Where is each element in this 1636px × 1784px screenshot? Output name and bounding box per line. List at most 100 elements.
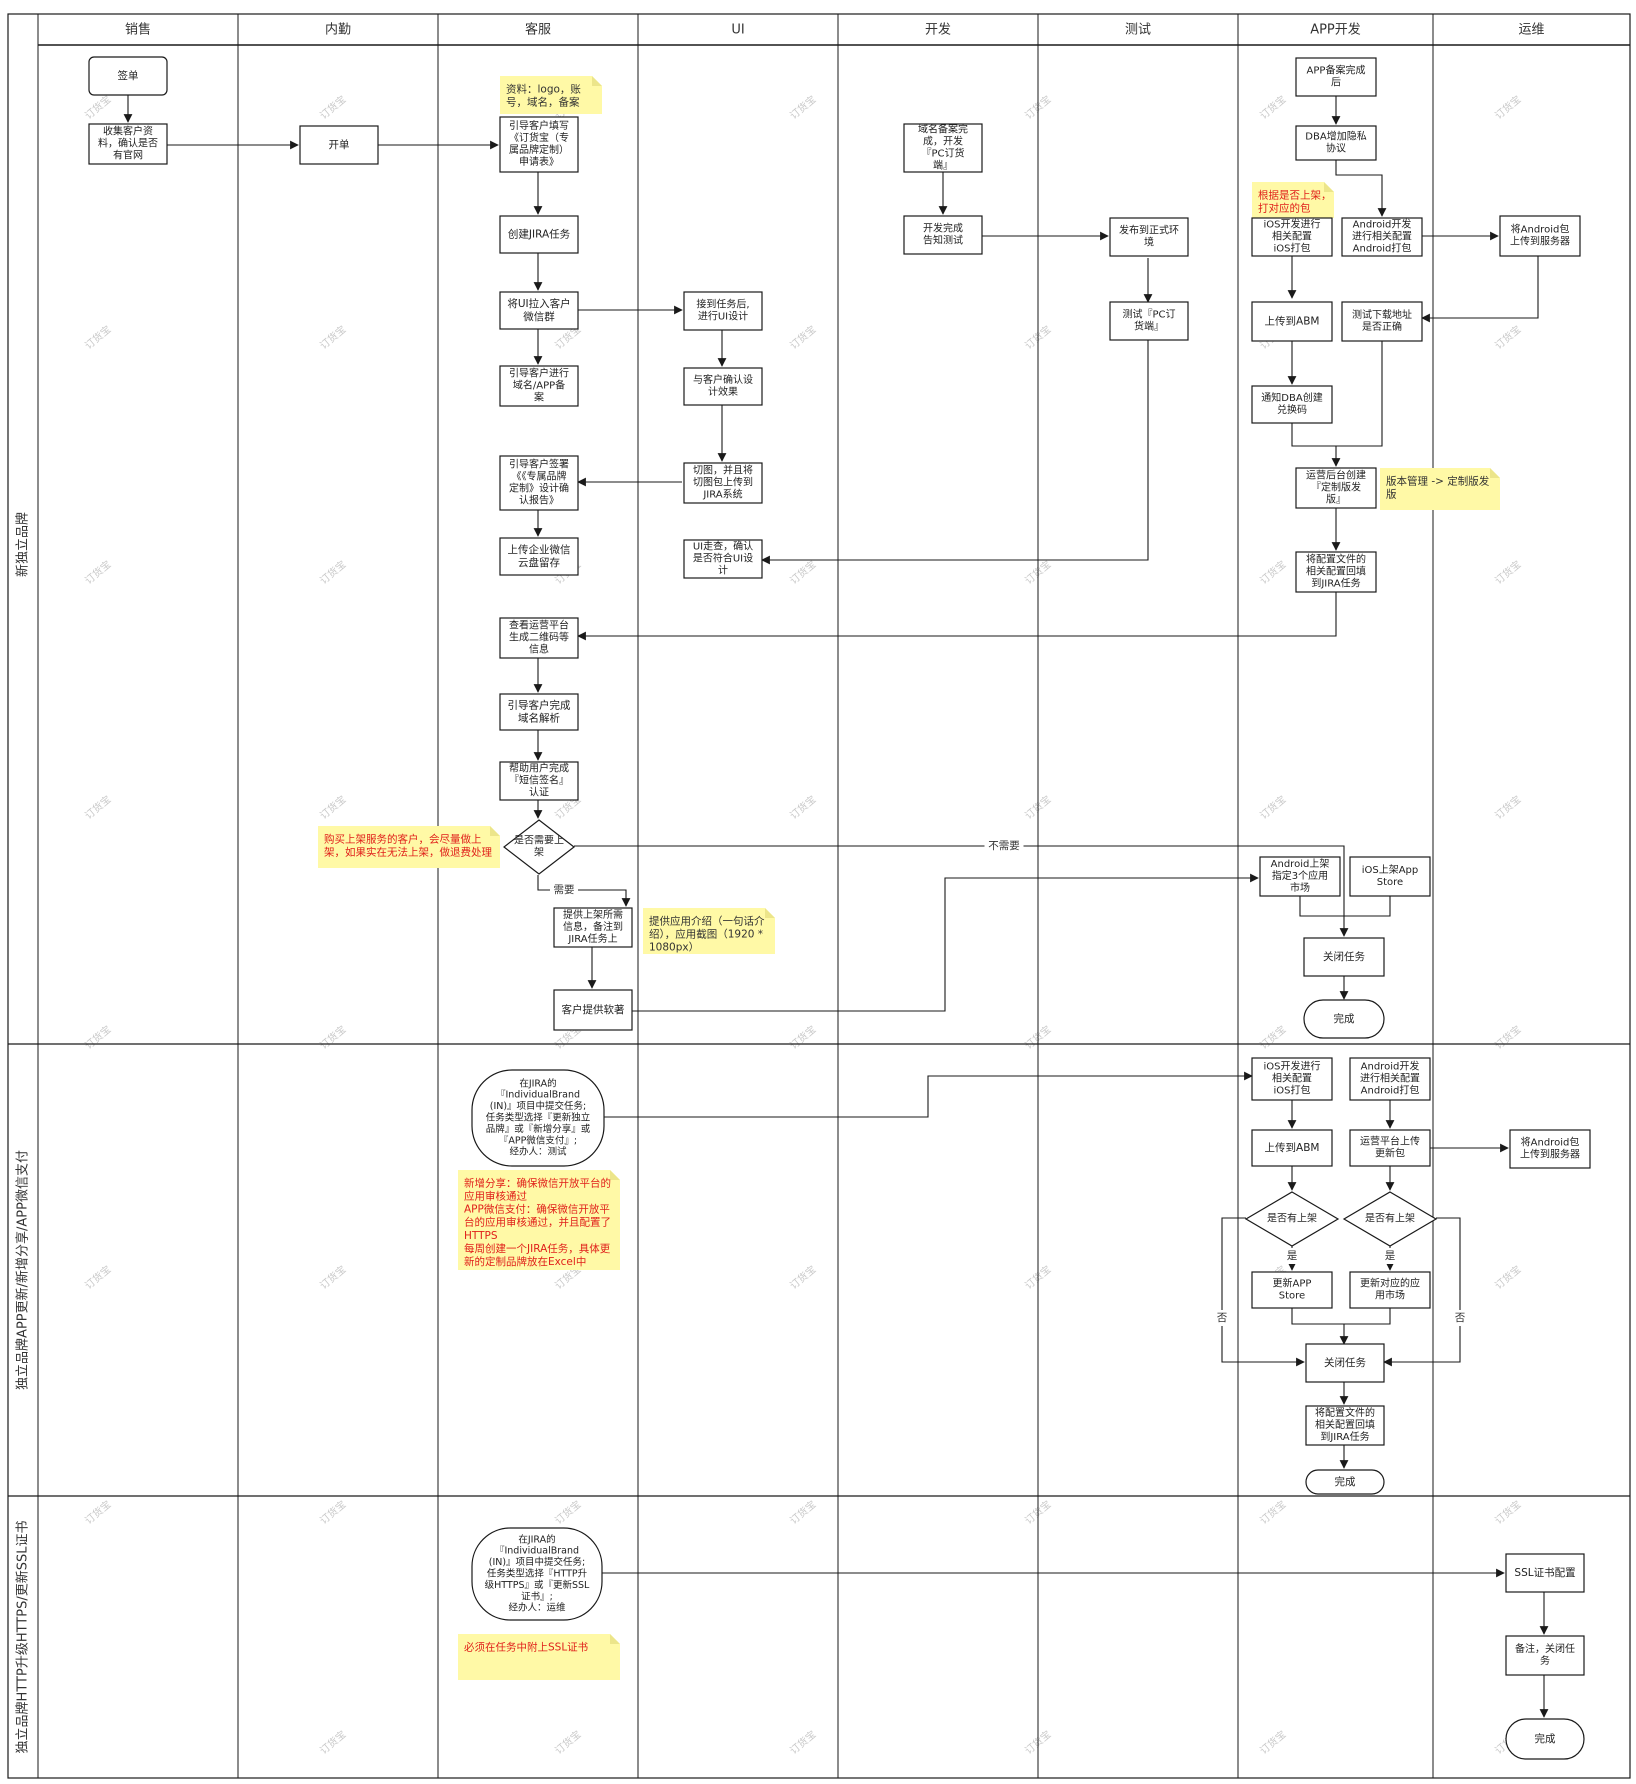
process-box <box>1259 856 1341 897</box>
watermark-text: 订货宝 <box>1257 93 1288 122</box>
decision <box>1244 1191 1340 1247</box>
terminator <box>1305 1469 1385 1495</box>
edge-label: 需要 <box>550 882 578 898</box>
process-box <box>1251 1271 1333 1309</box>
process-box <box>88 123 168 165</box>
node-ui-confirm: 与客户确认设计效果 <box>683 367 763 406</box>
node-label: 是否有上架 <box>1365 1212 1415 1225</box>
process-box <box>1305 1405 1385 1446</box>
process-box <box>553 989 633 1031</box>
node-test-publish: 发布到正式环境 <box>1109 217 1189 257</box>
process-box <box>1341 217 1423 257</box>
note-text: 必须在任务中附上SSL证书 <box>464 1640 588 1653</box>
sticky-note: 资料：logo，账号，域名，备案 <box>500 76 602 114</box>
sticky-note: 提供应用介绍（一句话介绍），应用截图（1920 *1080px） <box>643 908 775 954</box>
edge-label: 否 <box>1213 1310 1231 1326</box>
edge-label-text: 不需要 <box>988 840 1020 852</box>
lane-header: 内勤 <box>325 22 351 38</box>
node-chakan: 查看运营平台生成二维码等信息 <box>499 617 579 659</box>
edge-label: 否 <box>1451 1310 1469 1326</box>
watermark-text: 订货宝 <box>317 558 348 587</box>
edge-label: 不需要 <box>984 838 1024 854</box>
note-text: 资料：logo，账号，域名，备案 <box>506 82 581 108</box>
note-body <box>1380 468 1500 510</box>
watermark-text: 订货宝 <box>317 1728 348 1757</box>
watermark-text: 订货宝 <box>787 323 818 352</box>
process-box <box>1341 301 1423 342</box>
node-app-testdl: 测试下载地址是否正确 <box>1341 301 1423 342</box>
node-label: 完成 <box>1334 1012 1356 1025</box>
node-label: 帮助用户完成『短信签名』认证 <box>509 762 569 799</box>
process-box <box>1303 937 1385 977</box>
sticky-note: 版本管理 -> 定制版发版 <box>1380 468 1500 510</box>
edge-label-text: 需要 <box>554 884 575 896</box>
watermark-text: 订货宝 <box>787 1498 818 1527</box>
note-text: 版本管理 -> 定制版发版 <box>1386 474 1490 500</box>
note-fold <box>610 1634 620 1644</box>
flow-arrow <box>577 592 1337 641</box>
node-label: 测试『PC订货端』 <box>1122 308 1175 333</box>
watermark-text: 订货宝 <box>82 323 113 352</box>
notes-layer: 资料：logo，账号，域名，备案购买上架服务的客户，会尽量做上架，如果实在无法上… <box>318 76 1500 1680</box>
lane-header: APP开发 <box>1310 22 1361 38</box>
watermark-text: 订货宝 <box>1492 323 1523 352</box>
process-box <box>499 291 579 330</box>
node-s2-ops-upload-pkg: 运营平台上传更新包 <box>1349 1129 1431 1167</box>
edge-label-bg <box>550 882 578 898</box>
process-box <box>1349 1271 1431 1309</box>
decision <box>503 819 575 875</box>
process-box <box>299 125 379 165</box>
flow-arrow <box>1291 1308 1344 1325</box>
process-box <box>1251 301 1333 342</box>
process-box <box>1349 1129 1431 1167</box>
lane-header: 销售 <box>125 22 151 38</box>
watermark-text: 订货宝 <box>787 93 818 122</box>
node-app-dba: DBA增加隐私协议 <box>1295 125 1377 161</box>
node-label: 收集客户资料，确认是否有官网 <box>98 125 158 162</box>
node-label: 是否需要上架 <box>514 835 564 859</box>
watermark-text: 订货宝 <box>1257 1728 1288 1757</box>
node-s2-start: 在JIRA的『IndividualBrand(IN)』项目中提交任务;任务类型选… <box>471 1069 605 1167</box>
process-box <box>1505 1635 1585 1676</box>
process-box <box>1305 1343 1385 1383</box>
edge-label-bg <box>1381 1248 1399 1264</box>
node-label: 通知DBA创建兑换码 <box>1261 391 1322 416</box>
sticky-note: 购买上架服务的客户，会尽量做上架，如果实在无法上架，做退费处理 <box>318 826 500 868</box>
node-s3-ssl: SSL证书配置 <box>1505 1553 1585 1593</box>
flow-arrow <box>1383 1217 1461 1367</box>
process-box <box>1251 1057 1333 1101</box>
watermark-text: 订货宝 <box>82 93 113 122</box>
process-box <box>1295 467 1377 509</box>
note-fold <box>1324 182 1334 192</box>
node-app-abm: 上传到ABM <box>1251 301 1333 342</box>
note-body <box>458 1170 620 1270</box>
process-box <box>1505 1553 1585 1593</box>
node-label: 运营平台上传更新包 <box>1360 1135 1420 1160</box>
node-label: 运营后台创建『定制版发版』 <box>1306 469 1366 506</box>
node-s3-done: 完成 <box>1505 1718 1585 1760</box>
node-label: 将配置文件的相关配置回填到JIRA任务 <box>1306 553 1366 590</box>
decision <box>1342 1191 1438 1247</box>
process-box <box>1509 1129 1591 1169</box>
node-label: 引导客户进行域名/APP备案 <box>509 367 569 404</box>
process-box <box>1295 551 1377 593</box>
flow-arrow <box>632 873 1259 1012</box>
section-title: 新独立品牌 <box>15 512 31 577</box>
flow-arrow <box>761 340 1149 565</box>
flow-arrow <box>1335 160 1387 217</box>
watermark-text: 订货宝 <box>82 558 113 587</box>
node-label: 开发完成告知测试 <box>923 222 963 247</box>
node-label: 接到任务后,进行UI设计 <box>696 298 749 323</box>
flow-arrow <box>537 875 631 907</box>
edge-label-bg <box>1213 1310 1231 1326</box>
node-app-ops-create: 运营后台创建『定制版发版』 <box>1295 467 1377 509</box>
edge-label: 是 <box>1283 1248 1301 1264</box>
node-close-task: 关闭任务 <box>1303 937 1385 977</box>
edge-label-text: 否 <box>1217 1312 1228 1324</box>
flow-arrow <box>1291 423 1341 467</box>
